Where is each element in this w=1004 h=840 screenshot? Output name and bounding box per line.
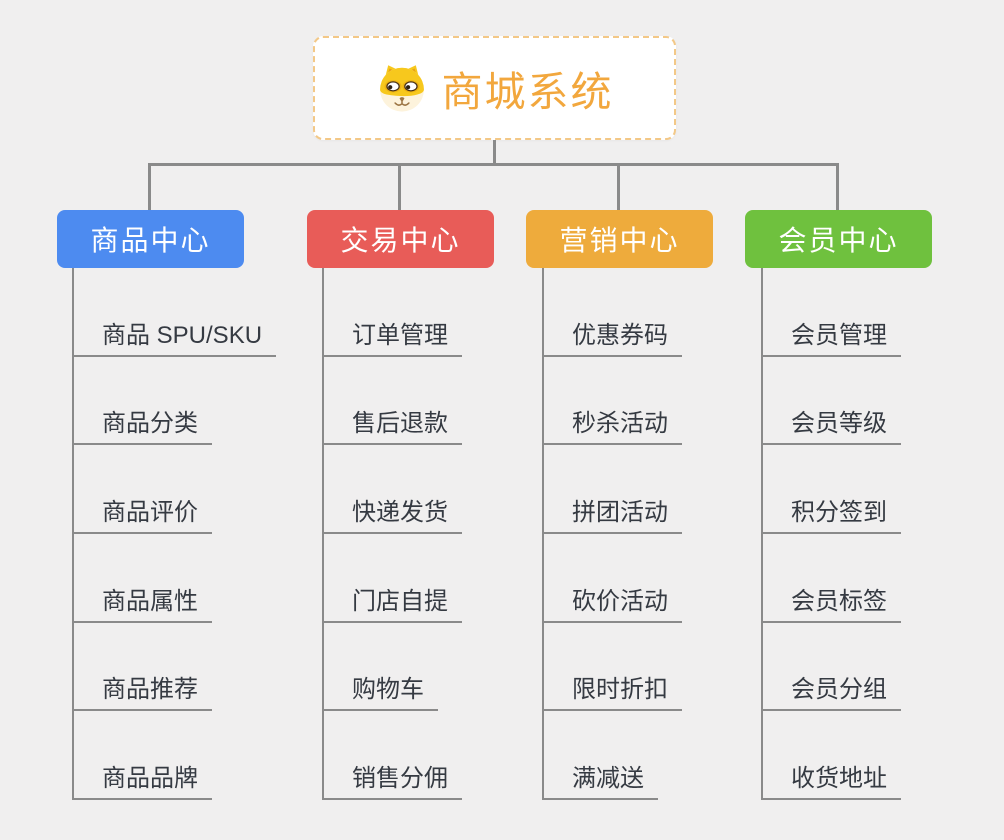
leaf-node[interactable]: 售后退款 [322,408,462,446]
leaf-node[interactable]: 积分签到 [761,497,901,534]
root-title: 商城系统 [441,69,614,115]
root-node[interactable]: 商城系统 [313,36,676,140]
leaf-node[interactable]: 砍价活动 [542,586,682,623]
leaf-node[interactable]: 会员分组 [761,674,901,712]
leaf-node[interactable]: 快递发货 [322,497,462,534]
leaf-node[interactable]: 商品推荐 [72,674,212,712]
leaf-node[interactable]: 商品评价 [72,497,212,534]
leaf-node[interactable]: 满减送 [542,763,658,800]
leaf-node[interactable]: 商品 SPU/SKU [72,320,277,357]
leaf-node[interactable]: 订单管理 [322,320,462,357]
leaf-node[interactable]: 销售分佣 [322,763,462,800]
connector-drop-marketing [617,163,620,210]
connector-drop-goods [148,163,151,210]
connector-trunk [322,268,324,800]
branch-node-marketing[interactable]: 营销中心 [526,210,713,268]
leaf-node[interactable]: 会员等级 [761,408,901,446]
connector-main-horizontal [148,163,839,166]
branch-node-goods[interactable]: 商品中心 [57,210,244,268]
leaf-node[interactable]: 会员管理 [761,320,901,357]
connector-trunk [542,268,544,800]
connector-drop-member [836,163,839,210]
leaf-node[interactable]: 优惠券码 [542,320,682,357]
branch-node-trade[interactable]: 交易中心 [307,210,494,268]
leaf-node[interactable]: 门店自提 [322,586,462,623]
leaf-node[interactable]: 限时折扣 [542,674,682,712]
connector-trunk [72,268,74,800]
branch-column-goods: 商品 SPU/SKU 商品分类 商品评价 商品属性 商品推荐 商品品牌 [72,268,277,800]
branch-column-marketing: 优惠券码 秒杀活动 拼团活动 砍价活动 限时折扣 满减送 [542,268,682,800]
branch-node-member[interactable]: 会员中心 [745,210,932,268]
connector-trunk [761,268,763,800]
leaf-node[interactable]: 会员标签 [761,586,901,623]
leaf-node[interactable]: 秒杀活动 [542,408,682,446]
branch-column-trade: 订单管理 售后退款 快递发货 门店自提 购物车 销售分佣 [322,268,462,800]
leaf-node[interactable]: 商品分类 [72,408,212,446]
leaf-node[interactable]: 购物车 [322,674,438,712]
leaf-node[interactable]: 商品品牌 [72,763,212,800]
leaf-node[interactable]: 商品属性 [72,586,212,623]
leaf-node[interactable]: 收货地址 [761,763,901,800]
connector-root-stem [493,140,496,164]
leaf-node[interactable]: 拼团活动 [542,497,682,534]
dog-icon [379,65,424,112]
connector-drop-trade [398,163,401,210]
branch-column-member: 会员管理 会员等级 积分签到 会员标签 会员分组 收货地址 [761,268,901,800]
